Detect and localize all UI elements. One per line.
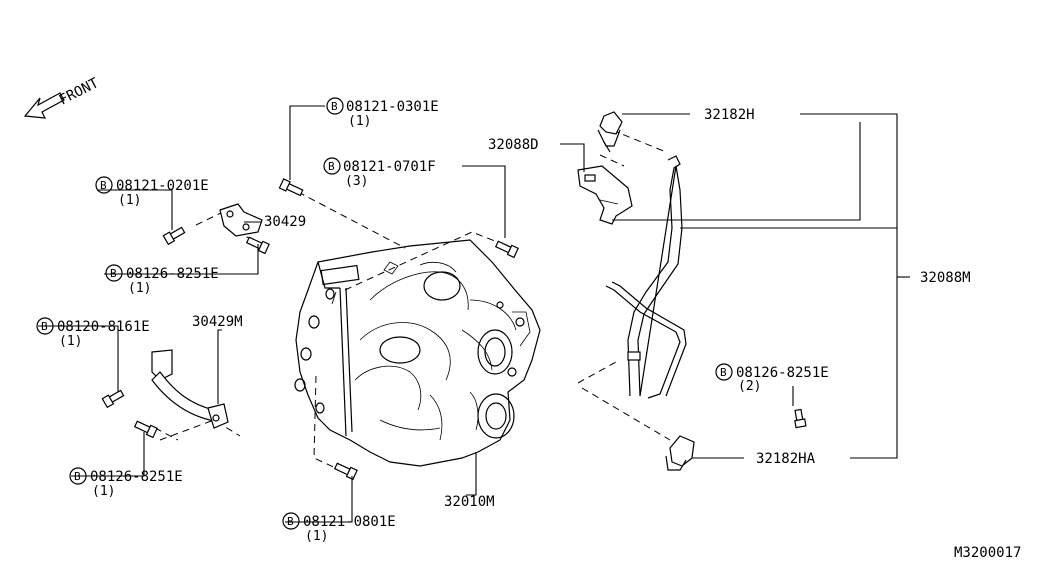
bolt-icon [494, 240, 519, 259]
bolt-symbol-icon [326, 97, 344, 115]
transmission-assembly [294, 239, 541, 467]
part-30429m: 30429M [192, 314, 243, 330]
bolt-icon [133, 420, 158, 439]
reference-lines [154, 129, 671, 471]
bolt-code-08121-0801e: 08121-0801E [303, 514, 396, 530]
clamp-32182h [597, 111, 623, 153]
bolt-icon [101, 389, 125, 409]
bolt-symbol-icon [69, 467, 87, 485]
bolt-symbol: B [720, 366, 727, 379]
bolt-qty: (1) [59, 334, 82, 349]
front-arrow-icon: FRONT [23, 75, 102, 119]
bolt-icon [794, 408, 807, 429]
part-32088d: 32088D [488, 137, 539, 153]
bolt-symbol: B [74, 470, 81, 483]
dipstick-tube-32088m [605, 155, 687, 399]
bolt-code-08126-8251e: 08126-8251E [736, 365, 829, 381]
bolt-icon [162, 226, 186, 246]
bolt-symbol: B [100, 179, 107, 192]
bolt-qty: (3) [345, 174, 368, 189]
bolt-symbol-icon [36, 317, 54, 335]
bolt-symbol-icon [95, 176, 113, 194]
bolt-qty: (1) [118, 193, 141, 208]
part-32088m: 32088M [920, 270, 971, 286]
bolt-symbol-icon [282, 512, 300, 530]
part-32182ha: 32182HA [756, 451, 816, 467]
bracket-32088d [577, 165, 633, 225]
bolt-symbol-icon [323, 157, 341, 175]
bolt-symbol: B [41, 320, 48, 333]
bolt-symbol: B [287, 515, 294, 528]
bolt-code-08126-8251e: 08126-8251E [126, 266, 219, 282]
bolt-qty: (1) [305, 529, 328, 544]
front-label: FRONT [57, 75, 102, 109]
bolt-qty: (1) [92, 484, 115, 499]
bolt-code-08121-0201e: 08121-0201E [116, 178, 209, 194]
diagram-id: M3200017 [954, 545, 1021, 561]
bolt-symbol: B [110, 267, 117, 280]
part-32182h: 32182H [704, 107, 755, 123]
bolt-qty: (1) [128, 281, 151, 296]
bolt-symbol-icon [715, 363, 733, 381]
bolt-qty: (1) [348, 114, 371, 129]
bolt-code-08121-0701f: 08121-0701F [343, 159, 436, 175]
leader-lines [38, 105, 910, 523]
bolt-symbol: B [331, 100, 338, 113]
bracket-30429m [151, 349, 229, 429]
bolt-icon [278, 178, 304, 197]
bolt-qty: (2) [738, 379, 761, 394]
clamp-32182ha [665, 435, 695, 471]
bolt-icon [333, 462, 358, 481]
bracket-30429 [219, 203, 263, 237]
bolt-symbol: B [328, 160, 335, 173]
part-32010m: 32010M [444, 494, 495, 510]
bolt-symbol-icon [105, 264, 123, 282]
part-30429: 30429 [264, 214, 306, 230]
bolt-code-08120-8161e: 08120-8161E [57, 319, 150, 335]
bolt-code-08126-8251e: 08126-8251E [90, 469, 183, 485]
bolt-code-08121-0301e: 08121-0301E [346, 99, 439, 115]
